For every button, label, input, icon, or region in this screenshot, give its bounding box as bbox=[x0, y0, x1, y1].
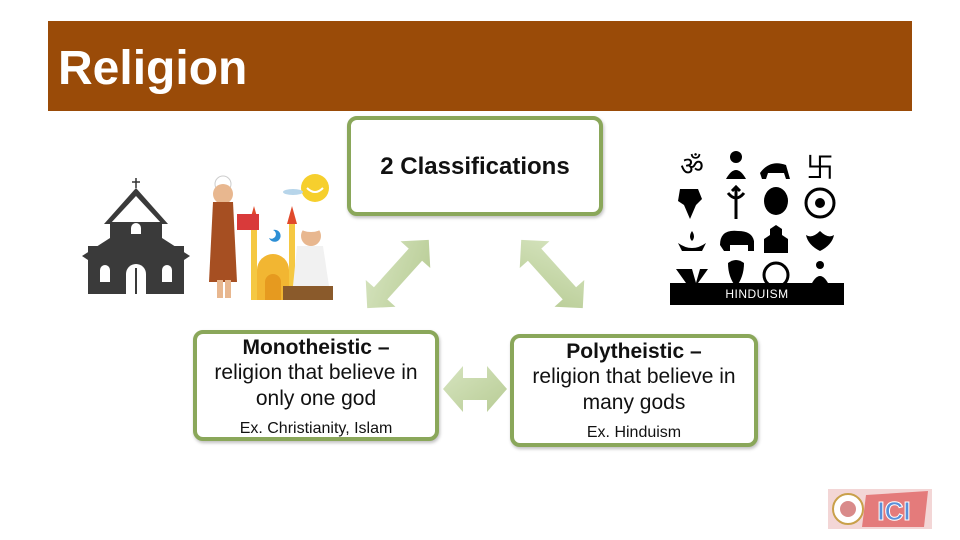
church-icon bbox=[82, 178, 190, 294]
double-arrow-horizontal bbox=[443, 366, 507, 412]
logo-text: ICI bbox=[877, 496, 910, 526]
monotheistic-box: Monotheistic – religion that believe in … bbox=[193, 330, 439, 441]
title-bar: Religion bbox=[48, 21, 912, 111]
monotheistic-example: Ex. Christianity, Islam bbox=[239, 420, 393, 437]
double-arrow-left bbox=[365, 239, 431, 309]
ici-logo: ICI bbox=[828, 489, 932, 529]
islam-illustration bbox=[209, 174, 333, 300]
svg-text:卐: 卐 bbox=[806, 151, 834, 184]
polytheistic-heading: Polytheistic – bbox=[566, 340, 702, 363]
monotheistic-description: religion that believe in only one god bbox=[214, 361, 418, 410]
svg-text:ॐ: ॐ bbox=[680, 152, 704, 182]
polytheistic-box: Polytheistic – religion that believe in … bbox=[510, 334, 758, 447]
classifications-label: 2 Classifications bbox=[380, 153, 570, 180]
polytheistic-description: religion that believe in many gods bbox=[532, 365, 736, 414]
slide-title: Religion bbox=[58, 42, 248, 95]
classifications-box: 2 Classifications bbox=[347, 116, 603, 216]
hinduism-label: HINDUISM bbox=[670, 283, 844, 305]
polytheistic-example: Ex. Hinduism bbox=[586, 424, 682, 441]
double-arrow-right bbox=[519, 239, 585, 309]
hinduism-symbols-image: ॐ 卐 bbox=[670, 145, 844, 295]
monotheistic-heading: Monotheistic – bbox=[242, 336, 390, 359]
